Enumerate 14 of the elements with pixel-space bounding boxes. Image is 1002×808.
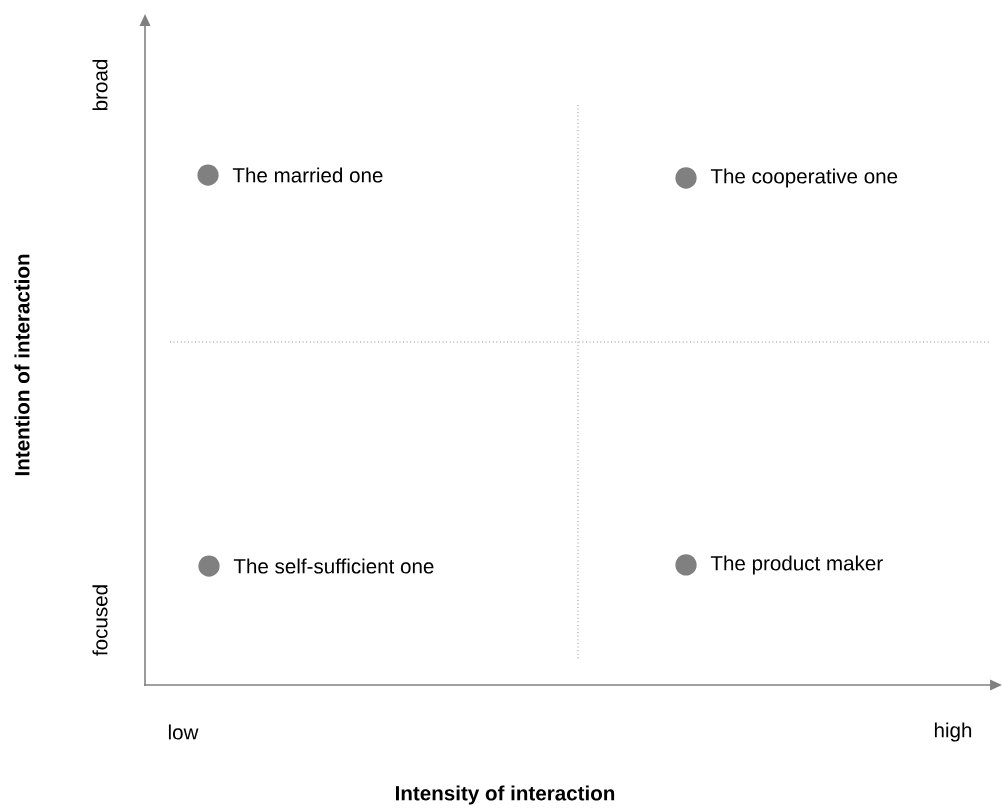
dot [675,167,697,189]
axis-value-label: focused [92,585,108,656]
point-label: The self-sufficient one [233,558,434,574]
point-label: The product maker [710,555,883,575]
point-label: The married one [232,167,383,183]
axis-title: Intention of interaction [14,254,30,476]
axis-value-label: low [168,724,199,740]
dot [197,164,219,186]
point-label: The cooperative one [710,168,898,188]
axis-value-label: broad [92,60,108,110]
dot [198,555,220,577]
dot [675,554,697,576]
axis-value-label: high [934,722,972,742]
axis-title: Intensity of interaction [396,785,615,805]
